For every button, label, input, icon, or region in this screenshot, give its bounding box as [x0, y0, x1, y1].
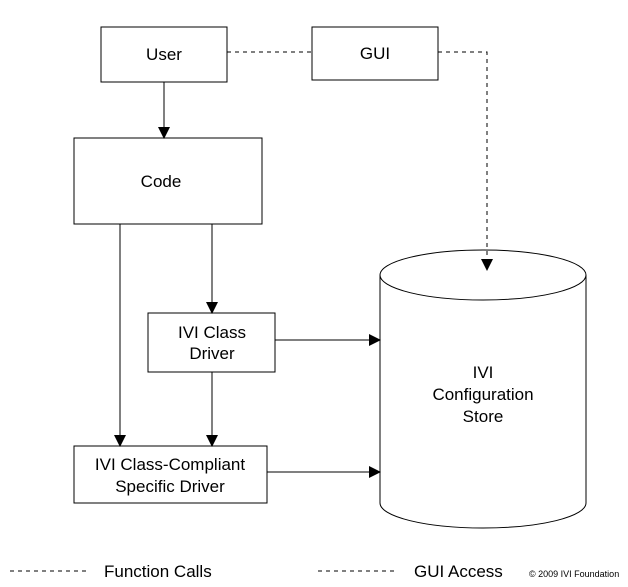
class-driver-label-1: IVI Class	[178, 323, 246, 342]
cylinder-top	[379, 249, 587, 301]
specific-driver-label-1: IVI Class-Compliant	[95, 455, 245, 474]
store-label-2: Configuration	[432, 385, 533, 404]
user-label: User	[146, 45, 182, 64]
store-label-1: IVI	[473, 363, 494, 382]
legend-gui-access-label: GUI Access	[414, 562, 503, 581]
specific-driver-label-2: Specific Driver	[115, 477, 225, 496]
specific-driver-box	[73, 445, 268, 504]
code-label: Code	[141, 172, 182, 191]
copyright: © 2009 IVI Foundation	[529, 569, 619, 579]
configuration-store-cylinder	[379, 275, 587, 529]
gui-store-dashed-arrow	[438, 51, 493, 271]
class-driver-label-2: Driver	[189, 344, 235, 363]
class-driver-box	[147, 312, 276, 373]
legend-function-calls-label: Function Calls	[104, 562, 212, 581]
gui-label: GUI	[360, 44, 390, 63]
store-label-3: Store	[463, 407, 504, 426]
user-box	[100, 26, 228, 83]
gui-box	[311, 26, 439, 81]
